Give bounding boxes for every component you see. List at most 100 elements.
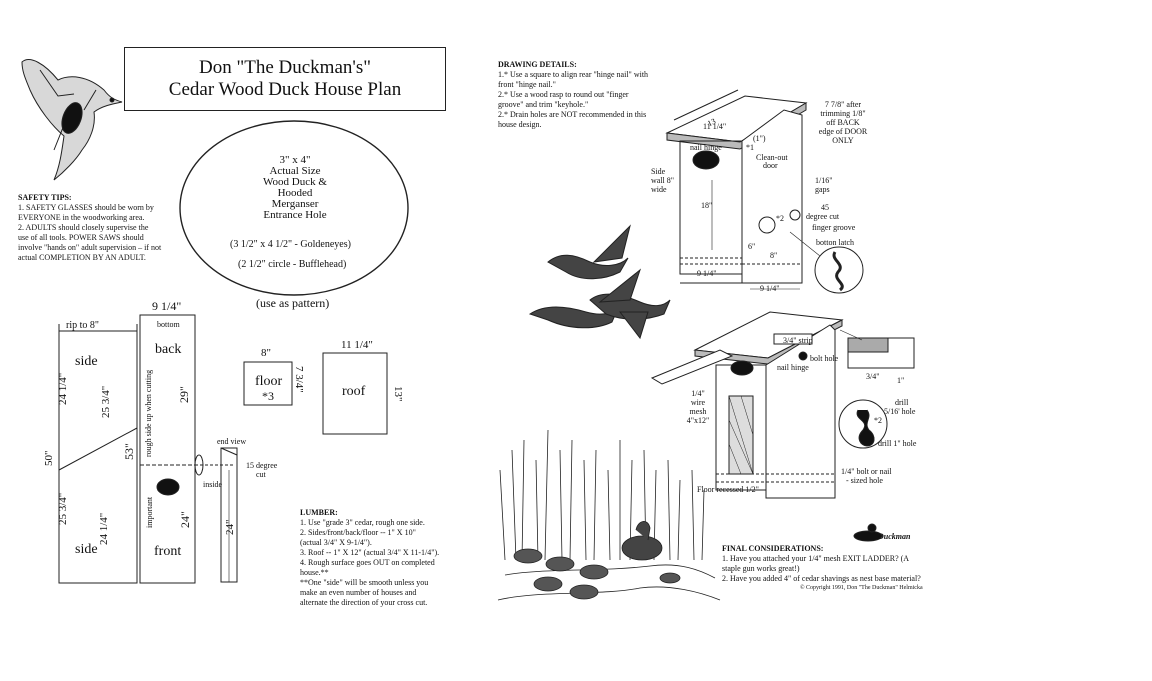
lumber-line: 1. Use "grade 3" cedar, rough one side. xyxy=(300,518,425,527)
roof-board xyxy=(322,352,388,435)
entrance-hole-oval xyxy=(179,120,409,296)
floor-label: floor xyxy=(255,374,283,389)
cleanout-line: door xyxy=(763,161,778,170)
safety-line: use of all tools. POWER SAWS should xyxy=(18,233,144,242)
drawing-line: 1.* Use a square to align rear "hinge na… xyxy=(498,70,649,79)
star-2b: *2 xyxy=(874,416,882,425)
mesh-note: 1/4" wire mesh 4"x12" xyxy=(683,389,713,425)
oval-line: Wood Duck & xyxy=(263,176,327,188)
drawing-line: 2.* Use a wood rasp to round out "finger xyxy=(498,90,629,99)
marsh-ducks-illustration xyxy=(497,429,721,601)
lumber-line: (actual 3/4" X 9-1/4"). xyxy=(300,538,372,547)
safety-line: actual COMPLETION BY AN ADULT. xyxy=(18,253,146,262)
deg45-line: degree cut xyxy=(806,212,840,221)
geese-illustration xyxy=(528,224,671,340)
dim-24-end: 24" xyxy=(224,519,236,536)
front-label: front xyxy=(154,544,182,559)
lumber-line: alternate the direction of your cross cu… xyxy=(300,598,428,607)
final-line: staple gun works great!) xyxy=(722,564,800,573)
back-label: back xyxy=(155,342,182,357)
rip-label: rip to 8" xyxy=(66,320,99,331)
strip-label: 3/4" strip xyxy=(783,336,813,345)
nail-hinge-label: nail hinge xyxy=(690,143,722,152)
trim-note-line: 7 7/8" after xyxy=(824,100,862,109)
dim-34: 3/4" xyxy=(866,372,880,381)
final-line: 1. Have you attached your 1/4" mesh EXIT… xyxy=(722,554,910,563)
dim-1in: (1") xyxy=(753,134,766,143)
drawing-line: front "hinge nail." xyxy=(498,80,556,89)
house-cutaway-view xyxy=(650,311,915,499)
mesh-line: mesh xyxy=(689,407,707,416)
flying-duck-illustration xyxy=(21,59,123,181)
drawing-line: groove" and trim "keyhole." xyxy=(498,100,589,109)
mesh-line: 1/4" xyxy=(691,389,705,398)
bufflehead-note: (2 1/2" circle - Bufflehead) xyxy=(238,259,347,270)
side-label-bottom: side xyxy=(75,542,98,557)
title-line-2: Cedar Wood Duck House Plan xyxy=(168,79,402,100)
finger-groove-label: finger groove xyxy=(812,223,856,232)
floor-recessed-label: Floor recessed 1/2" xyxy=(697,485,759,494)
dim-25-34-top: 25 3/4" xyxy=(100,385,112,418)
oval-line: Entrance Hole xyxy=(263,209,327,221)
title-box: Don "The Duckman's" Cedar Wood Duck Hous… xyxy=(124,47,446,111)
safety-line: involve "hands on" adult supervision – i… xyxy=(18,243,162,252)
safety-line: 2. ADULTS should closely supervise the xyxy=(18,223,149,232)
drawing-details: DRAWING DETAILS: 1.* Use a square to ali… xyxy=(498,60,658,130)
sidewall-line: wide xyxy=(651,185,667,194)
drill-1in-label: drill 1" hole xyxy=(878,439,917,448)
title-line-1: Don "The Duckman's" xyxy=(199,57,371,78)
fifteen-degree-label: 15 degree xyxy=(246,461,278,470)
oval-line: Actual Size xyxy=(269,165,321,177)
oval-line: Hooded xyxy=(277,187,313,199)
final-line: 2. Have you added 4" of cedar shavings a… xyxy=(722,574,921,583)
cut-label: cut xyxy=(256,470,266,479)
trim-note-line: ONLY xyxy=(832,136,854,145)
trim-note: 7 7/8" after trimming 1/8" off BACK edge… xyxy=(808,100,878,145)
entrance-hole-mark xyxy=(156,478,180,496)
goldeneyes-note: (3 1/2" x 4 1/2" - Goldeneyes) xyxy=(230,239,351,250)
drawing-line: 2.* Drain holes are NOT recommended in t… xyxy=(498,110,647,119)
dim-53: 53" xyxy=(122,443,136,460)
nail-hinge-label-2: nail hinge xyxy=(777,363,809,372)
final-considerations: FINAL CONSIDERATIONS: 1. Have you attach… xyxy=(722,544,922,584)
rough-side-note: rough side up when cutting xyxy=(144,369,153,457)
roof-label: roof xyxy=(342,384,366,399)
dim-18: 18" xyxy=(701,201,713,210)
dim-50: 50" xyxy=(43,450,55,467)
lumber-line: 4. Rough surface goes OUT on completed xyxy=(300,558,435,567)
trim-note-line: edge of DOOR xyxy=(818,127,868,136)
safety-line: EVERYONE in the woodworking area. xyxy=(18,213,145,222)
sidewall-line: Side xyxy=(651,167,666,176)
dim-9-14-a: 9 1/4" xyxy=(697,269,717,278)
floor-board xyxy=(243,361,293,406)
floor-number: *3 xyxy=(262,389,274,403)
oval-line: 3" x 4" xyxy=(279,154,311,166)
dim-11-14: 11 1/4" xyxy=(703,122,727,131)
cleanout-line: Clean-out xyxy=(756,153,788,162)
safety-tips: SAFETY TIPS: 1. SAFETY GLASSES should be… xyxy=(18,193,168,263)
width-9-14: 9 1/4" xyxy=(152,299,182,313)
floor-height: 7 3/4" xyxy=(293,366,305,393)
house-side-view xyxy=(665,89,864,294)
inside-label: inside xyxy=(203,480,223,489)
bolt-nail-line: - sized hole xyxy=(846,476,883,485)
mesh-line: wire xyxy=(690,398,706,407)
trim-note-line: off BACK xyxy=(826,118,860,127)
roof-width: 11 1/4" xyxy=(341,339,373,351)
sidewall-line: wall 8" xyxy=(651,176,675,185)
dim-25-34-bottom: 25 3/4" xyxy=(57,492,69,525)
safety-heading: SAFETY TIPS: xyxy=(18,193,72,202)
lumber-notes: LUMBER: 1. Use "grade 3" cedar, rough on… xyxy=(300,508,460,608)
bolt-hole-label: bolt hole xyxy=(810,354,839,363)
gaps-line: 1/16" xyxy=(815,176,833,185)
star-2: *2 xyxy=(776,214,784,223)
copyright: © Copyright 1991, Don "The Duckman" Helm… xyxy=(800,585,923,591)
dim-1: 1" xyxy=(897,376,905,385)
dim-24-14-bottom: 24 1/4" xyxy=(98,512,110,545)
dim-24-14-top: 24 1/4" xyxy=(57,372,69,405)
back-front-board xyxy=(139,314,196,584)
duckman-logo-text: Duckman xyxy=(878,532,911,541)
dim-24: 24" xyxy=(178,511,192,528)
latch-label: botton latch xyxy=(816,238,854,247)
